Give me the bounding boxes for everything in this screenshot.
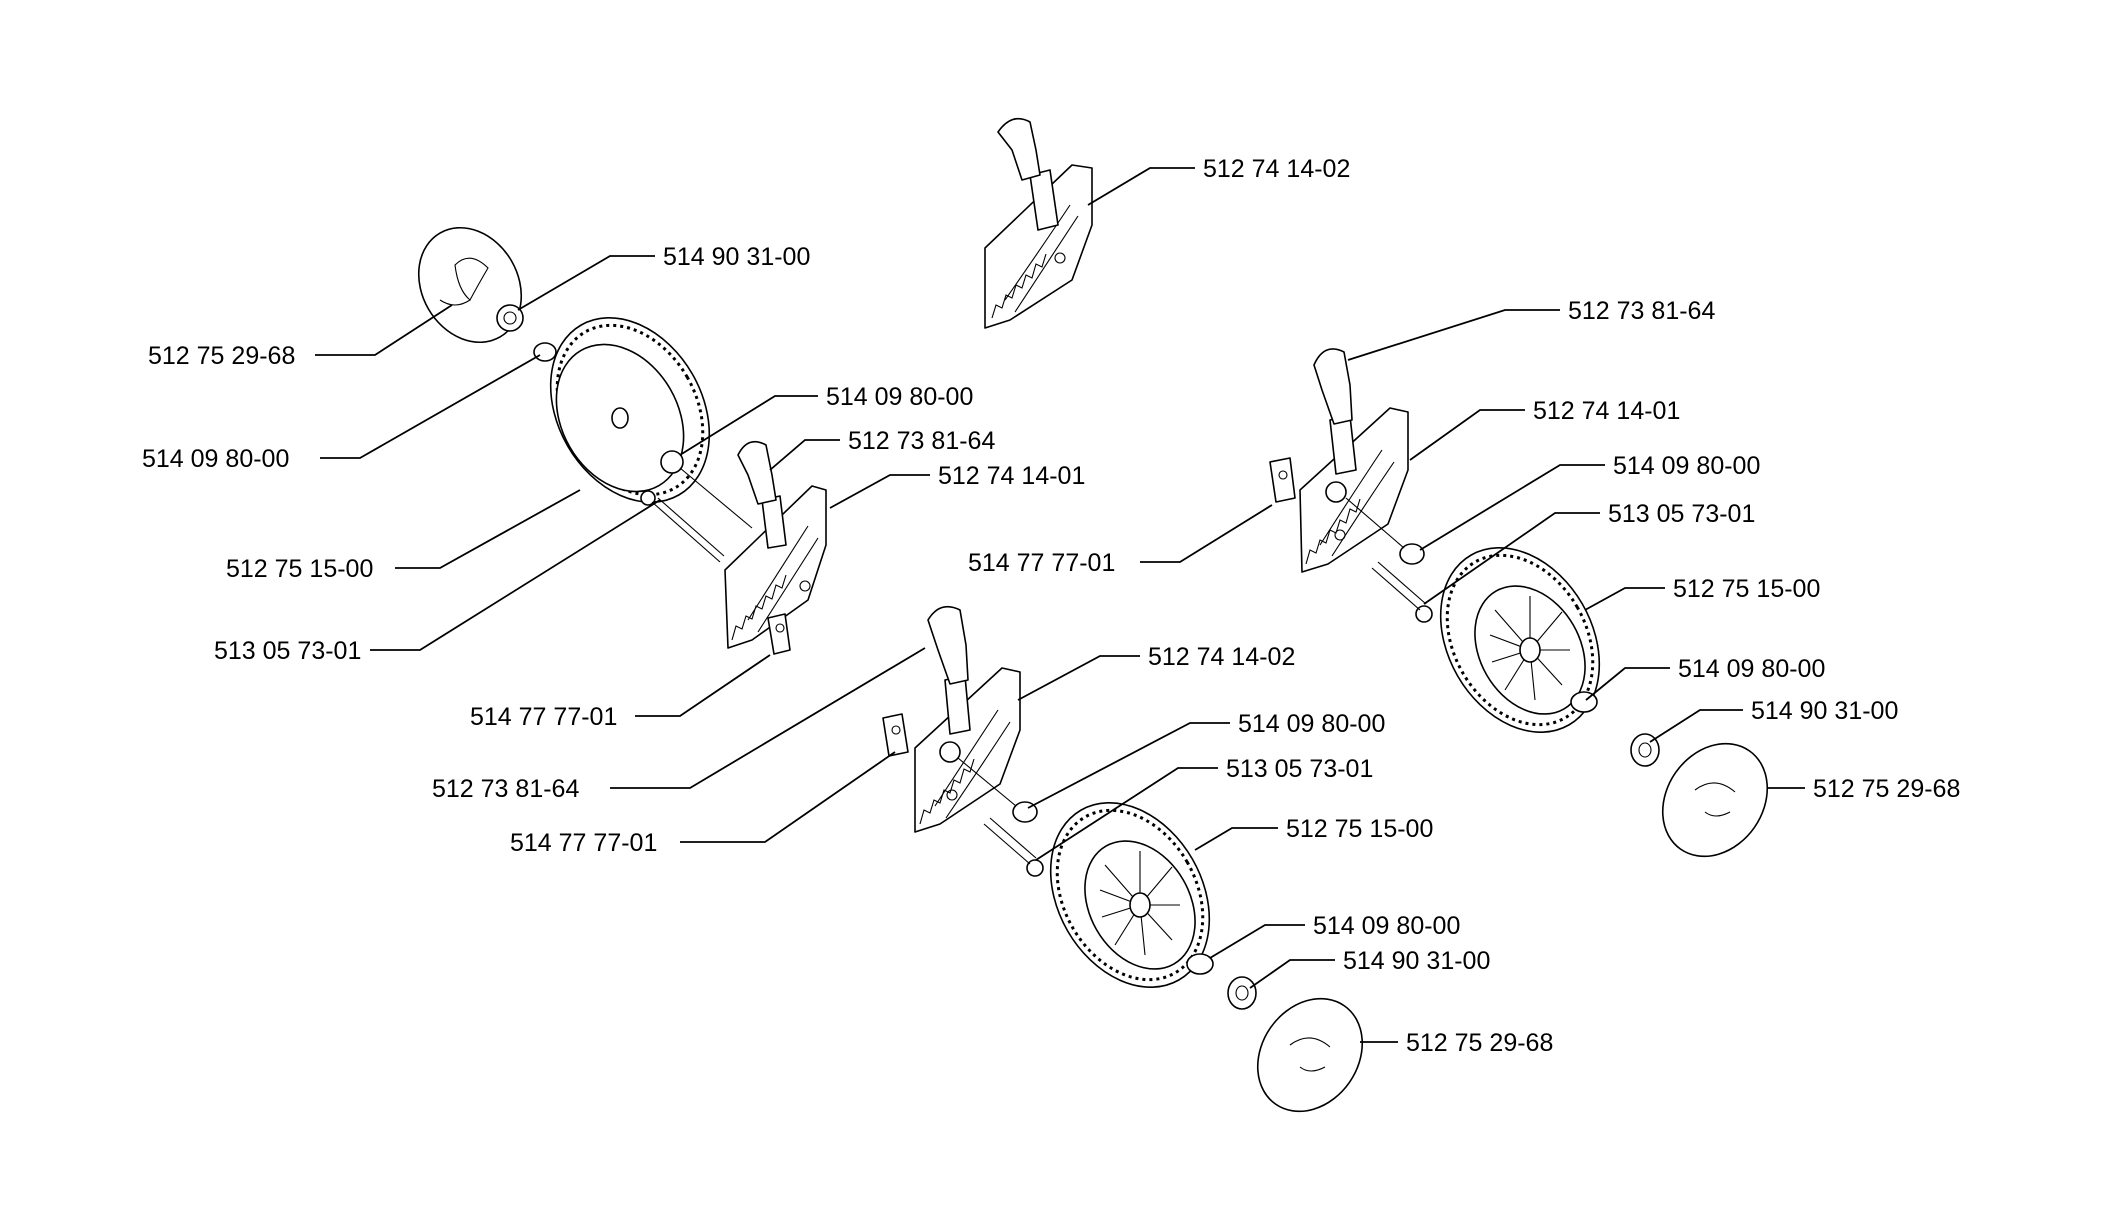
callout-label: 512 75 15-00 bbox=[226, 555, 373, 583]
callout-label: 514 77 77-01 bbox=[968, 549, 1115, 577]
leader-lines bbox=[315, 167, 1805, 1043]
axle-right bbox=[1345, 497, 1405, 549]
wheel-right bbox=[1439, 547, 1601, 733]
callout-label: 514 90 31-00 bbox=[1751, 697, 1898, 725]
callout-label: 512 74 14-01 bbox=[938, 462, 1085, 490]
height-adjuster-left bbox=[724, 440, 827, 649]
bolt-middle bbox=[983, 817, 1044, 877]
callout-label: 512 75 29-68 bbox=[1813, 775, 1960, 803]
bracket-middle bbox=[882, 713, 909, 757]
bolt-left bbox=[640, 490, 725, 563]
height-adjuster-right bbox=[1299, 348, 1409, 573]
callout-label: 512 73 81-64 bbox=[848, 427, 995, 455]
callout-label: 514 09 80-00 bbox=[826, 383, 973, 411]
callout-label: 514 77 77-01 bbox=[470, 703, 617, 731]
axle-left bbox=[679, 467, 753, 529]
hub-cap-middle bbox=[1256, 997, 1364, 1113]
washer-middle-2 bbox=[1186, 953, 1214, 975]
bearing-right bbox=[1630, 733, 1660, 767]
callout-label: 514 09 80-00 bbox=[1238, 710, 1385, 738]
height-adjuster-top bbox=[984, 117, 1093, 329]
callout-label: 514 90 31-00 bbox=[663, 243, 810, 271]
callout-label: 514 77 77-01 bbox=[510, 829, 657, 857]
callout-label: 514 09 80-00 bbox=[142, 445, 289, 473]
callout-label: 512 74 14-01 bbox=[1533, 397, 1680, 425]
wheel-middle bbox=[1049, 802, 1211, 988]
callout-label: 512 73 81-64 bbox=[432, 775, 579, 803]
callout-label: 512 75 29-68 bbox=[1406, 1029, 1553, 1057]
callout-label: 514 09 80-00 bbox=[1678, 655, 1825, 683]
washer-left-1 bbox=[533, 342, 557, 362]
bracket-left bbox=[767, 613, 791, 655]
callout-label: 512 75 29-68 bbox=[148, 342, 295, 370]
washer-right-1 bbox=[1399, 543, 1425, 565]
callout-label: 513 05 73-01 bbox=[1608, 500, 1755, 528]
callout-label: 512 73 81-64 bbox=[1568, 297, 1715, 325]
bearing-left bbox=[496, 304, 524, 332]
bearing-middle bbox=[1227, 976, 1257, 1010]
callout-label: 512 75 15-00 bbox=[1286, 815, 1433, 843]
callout-label: 512 75 15-00 bbox=[1673, 575, 1820, 603]
callout-label: 513 05 73-01 bbox=[1226, 755, 1373, 783]
callout-label: 514 90 31-00 bbox=[1343, 947, 1490, 975]
callout-label: 514 09 80-00 bbox=[1613, 452, 1760, 480]
hub-cap-left bbox=[417, 226, 523, 344]
axle-middle bbox=[957, 757, 1017, 807]
callout-label: 512 74 14-02 bbox=[1148, 643, 1295, 671]
hub-cap-right bbox=[1661, 742, 1769, 858]
bracket-right bbox=[1269, 457, 1296, 503]
callout-label: 514 09 80-00 bbox=[1313, 912, 1460, 940]
height-adjuster-middle bbox=[914, 605, 1021, 833]
callout-label: 512 74 14-02 bbox=[1203, 155, 1350, 183]
bolt-right bbox=[1371, 561, 1433, 623]
callout-label: 513 05 73-01 bbox=[214, 637, 361, 665]
wheel-left bbox=[549, 317, 711, 503]
washer-left-2 bbox=[660, 450, 684, 474]
